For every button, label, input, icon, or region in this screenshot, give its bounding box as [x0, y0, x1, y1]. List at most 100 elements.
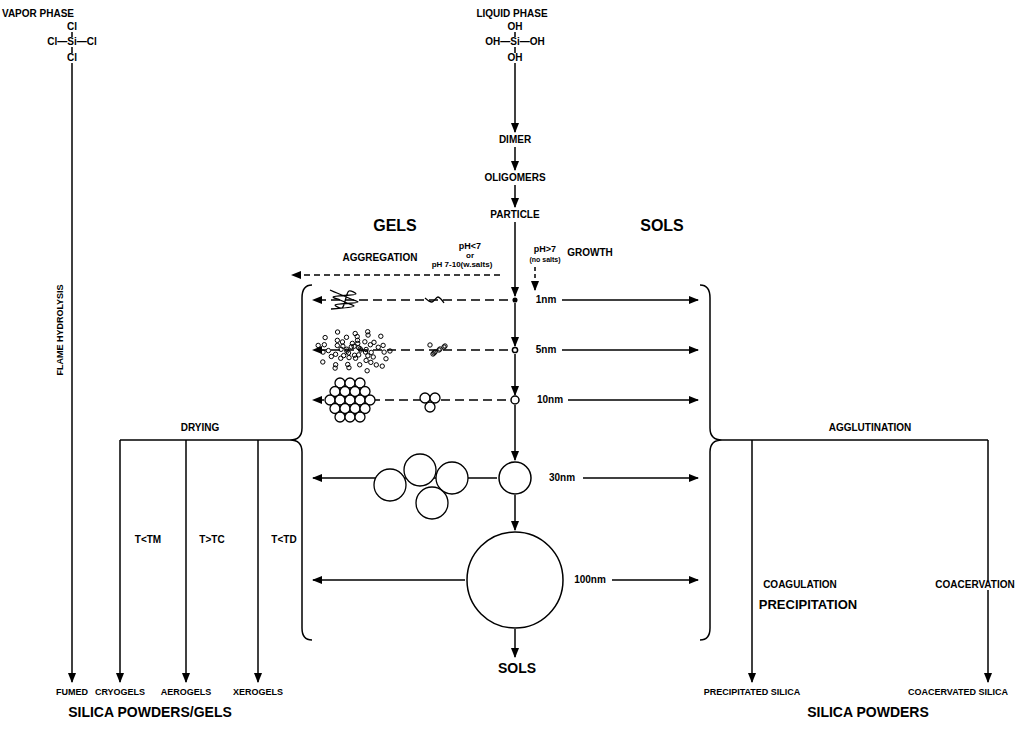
gel-bracket	[290, 285, 312, 640]
gel-particle	[416, 487, 448, 519]
drying-line	[119, 440, 121, 682]
aggregate-particle	[442, 345, 446, 349]
aggregate-particle	[356, 346, 360, 350]
particle-circle	[467, 532, 563, 628]
aggregate-particle	[376, 345, 380, 349]
region-heading: GELS	[372, 218, 418, 234]
product-label: CRYOGELS	[94, 688, 146, 697]
flow-line	[514, 185, 516, 207]
aggregate-particle	[358, 363, 362, 367]
aggregate-particle	[347, 355, 351, 359]
process-label: DRYING	[180, 423, 221, 433]
flow-line	[514, 147, 516, 170]
aggregate-particle	[437, 348, 441, 352]
condition-label: pH>7	[533, 245, 557, 254]
aggregate-particle	[339, 347, 343, 351]
gel-illustration	[316, 290, 468, 519]
atom-label: OH	[507, 53, 524, 63]
condition-label: or	[465, 252, 475, 260]
phase-heading: LIQUID PHASE	[475, 9, 548, 19]
particle-circle	[499, 462, 531, 494]
gel-particle	[430, 393, 440, 403]
group-heading: SILICA POWDERS/GELS	[67, 705, 233, 719]
particle-circle	[512, 347, 517, 352]
flow-line	[514, 63, 516, 132]
condition-label: T<TD	[270, 535, 297, 545]
group-heading: SILICA POWDERS	[806, 705, 930, 719]
size-label: 10nm	[536, 395, 564, 405]
polymer-chain	[425, 297, 444, 303]
aggregate-particle	[329, 354, 333, 358]
flow-line	[514, 222, 516, 296]
gel-arrow	[313, 579, 465, 581]
aggregate-particle	[374, 363, 378, 367]
particle-circle	[513, 298, 517, 302]
product-label: COACERVATED SILICA	[907, 688, 1009, 697]
aggregate-particle	[346, 351, 350, 355]
aggregate-particle	[335, 338, 339, 342]
aggregate-particle	[321, 360, 325, 364]
aggregate-particle	[369, 360, 373, 364]
polymer-chain	[330, 290, 358, 309]
formula-label: OH—Si—OH	[484, 37, 545, 47]
condition-label: T>TC	[198, 535, 225, 545]
flow-line	[514, 405, 516, 460]
product-label: XEROGELS	[232, 688, 284, 697]
aggregate-particle	[355, 338, 359, 342]
gel-particle	[374, 469, 406, 501]
product-label: AEROGELS	[160, 688, 213, 697]
condition-label: pH 7-10(w.salts)	[431, 261, 494, 269]
stage-label: OLIGOMERS	[483, 173, 546, 183]
aggregate-particle	[347, 366, 351, 370]
size-label: 1nm	[535, 295, 558, 305]
stage-label: DIMER	[498, 135, 532, 145]
process-label: COACERVATION	[934, 580, 1015, 590]
condition-label: (no salts)	[528, 256, 561, 263]
sol-bracket	[700, 285, 722, 640]
aggregate-particle	[364, 358, 368, 362]
aggregate-particle	[382, 350, 386, 354]
aggregate-particle	[372, 340, 376, 344]
process-label: GROWTH	[566, 248, 614, 258]
sol-arrow	[562, 299, 698, 301]
agglutination-line	[751, 440, 753, 682]
sol-arrow	[562, 349, 698, 351]
condition-label: T<TM	[134, 535, 162, 545]
aggregate-particle	[364, 347, 368, 351]
atom-label: OH	[507, 22, 524, 32]
process-label: AGGREGATION	[342, 253, 419, 263]
aggregate-particle	[431, 352, 435, 356]
aggregate-particle	[365, 369, 369, 373]
condition-label: pH<7	[458, 242, 482, 251]
sol-arrow	[583, 477, 698, 479]
gel-particle	[420, 393, 430, 403]
aggregate-particle	[432, 351, 436, 355]
process-label: FLAME HYDROLYSIS	[56, 283, 65, 376]
product-label: SOLS	[497, 661, 537, 675]
aggregate-particle	[335, 343, 339, 347]
growth-arrow	[534, 267, 536, 290]
size-label: 5nm	[535, 345, 558, 355]
aggregate-particle	[369, 350, 373, 354]
gel-particle	[425, 402, 435, 412]
aggregate-particle	[333, 352, 337, 356]
gel-particle	[345, 412, 355, 422]
sol-arrow	[612, 579, 698, 581]
agglutination-line	[722, 439, 988, 441]
size-label: 30nm	[548, 473, 576, 483]
aggregate-particle	[379, 334, 383, 338]
aggregate-particle	[428, 343, 432, 347]
drying-line	[185, 440, 187, 682]
aggregate-particle	[326, 348, 330, 352]
aggregate-particle	[380, 364, 384, 368]
size-label: 100nm	[573, 575, 607, 585]
product-label: PRECIPITATED SILICA	[703, 688, 802, 697]
flow-line	[514, 495, 516, 530]
stage-label: PARTICLE	[489, 210, 540, 220]
aggregate-particle	[371, 355, 375, 359]
aggregate-particle	[350, 341, 354, 345]
atom-label: Cl	[66, 22, 78, 32]
flow-line	[514, 354, 516, 395]
